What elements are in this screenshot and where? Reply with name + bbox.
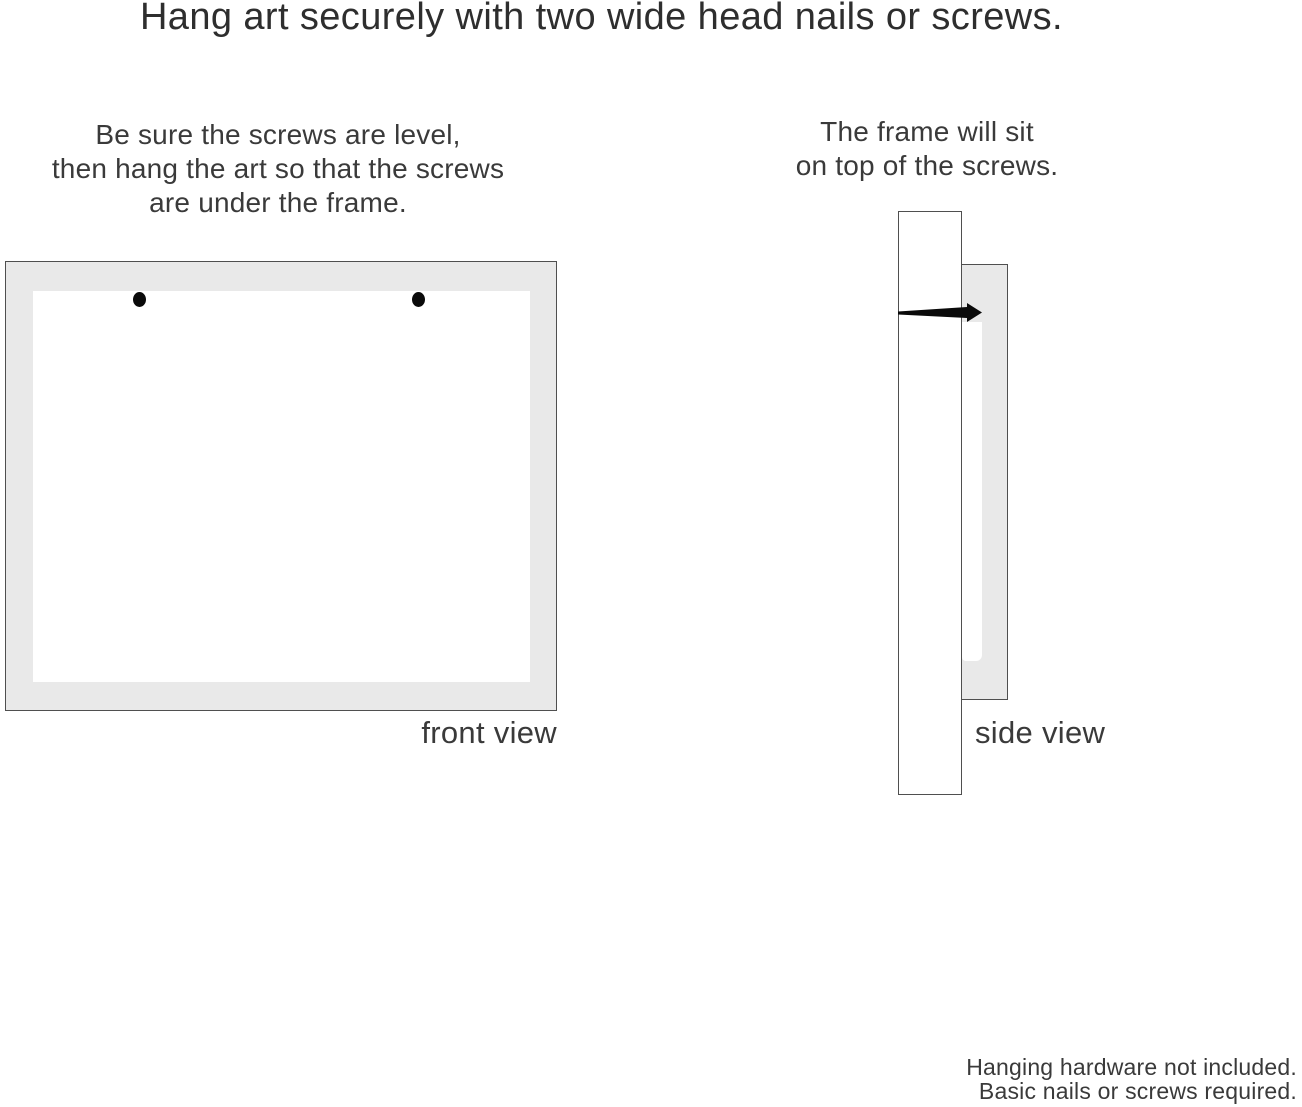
front-view-instruction: Be sure the screws are level, then hang … [28,118,528,220]
screw-dot-left-icon [133,292,146,307]
side-view-instruction: The frame will sit on top of the screws. [727,115,1127,183]
page-title: Hang art securely with two wide head nai… [139,0,1064,38]
footer-note: Hanging hardware not included. Basic nai… [966,1054,1297,1104]
side-view-frame-recess [962,322,982,661]
front-instruction-line-1: Be sure the screws are level, [95,119,461,150]
front-view-frame [5,261,557,711]
front-view-label: front view [421,715,557,750]
front-view-artwork-area [33,291,530,682]
footer-line-1: Hanging hardware not included. [966,1054,1297,1080]
front-instruction-line-2: then hang the art so that the screws [51,153,505,184]
nail-icon [898,303,982,322]
side-instruction-line-2: on top of the screws. [795,150,1059,181]
footer-line-2: Basic nails or screws required. [978,1077,1297,1104]
front-instruction-line-3: are under the frame. [149,187,407,218]
side-instruction-line-1: The frame will sit [820,116,1034,147]
screw-dot-right-icon [412,292,425,307]
side-view-label: side view [975,715,1106,750]
